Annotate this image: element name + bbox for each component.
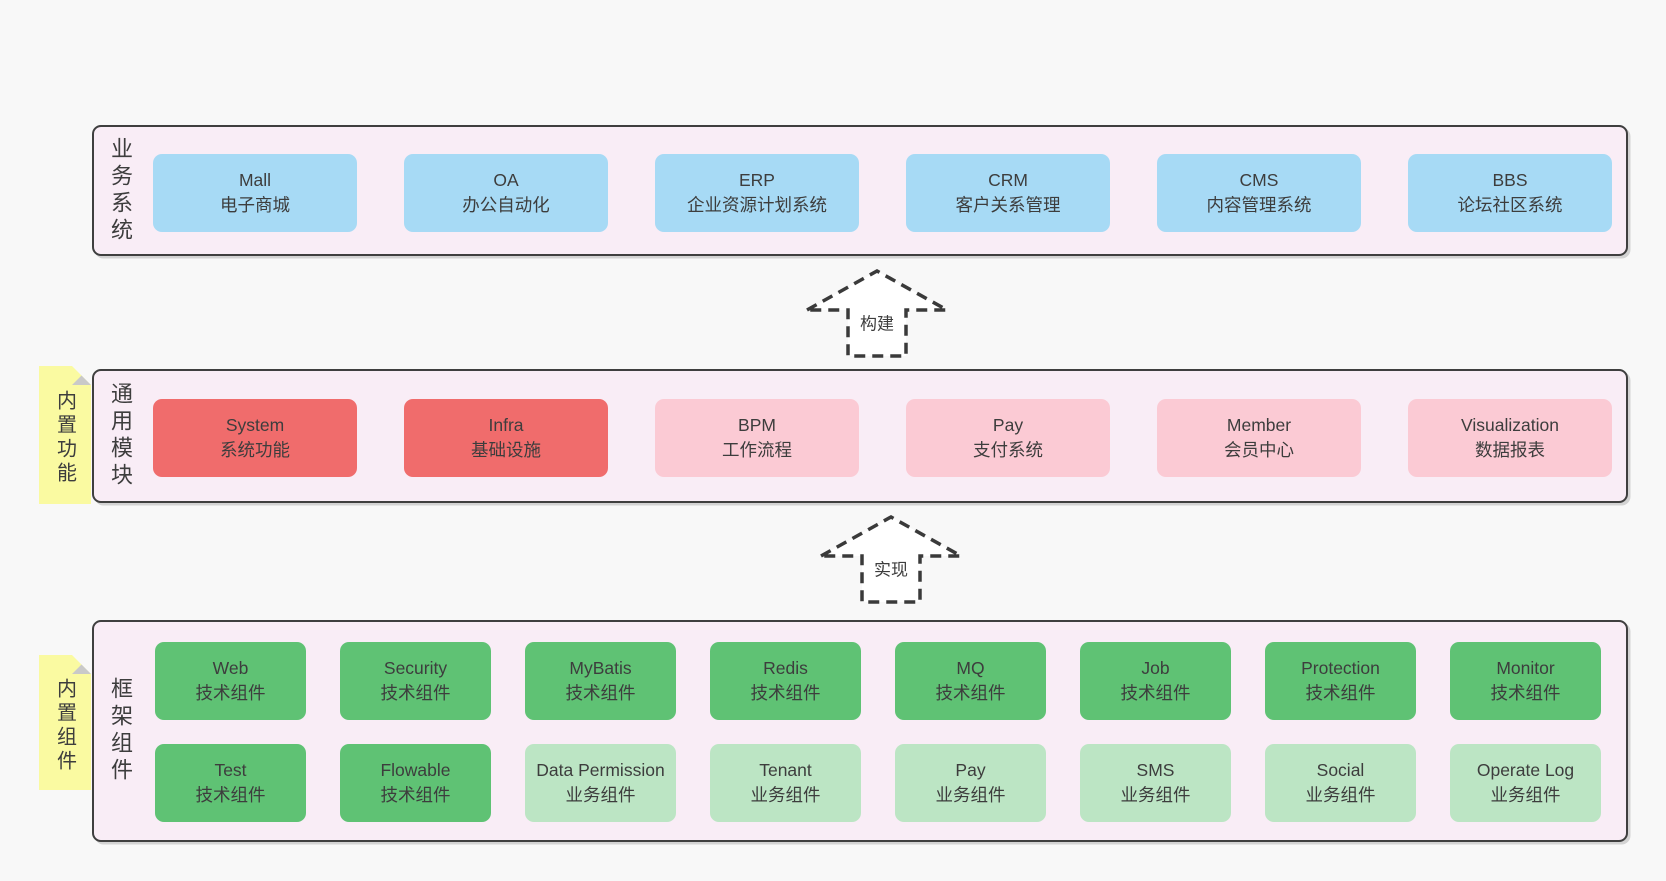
box-title: Operate Log bbox=[1476, 760, 1575, 780]
box-subtitle: 支付系统 bbox=[973, 440, 1043, 460]
box-title: BPM bbox=[738, 415, 776, 435]
box-title: Visualization bbox=[1461, 415, 1559, 435]
box-subtitle: 论坛社区系统 bbox=[1457, 195, 1563, 215]
box-title: Test bbox=[214, 760, 247, 780]
box-subtitle: 技术组件 bbox=[750, 683, 821, 703]
implement-arrow-label: 实现 bbox=[874, 560, 908, 579]
box-subtitle: 技术组件 bbox=[1120, 683, 1191, 703]
box-title: ERP bbox=[739, 170, 775, 190]
box-monitor: Monitor 技术组件 bbox=[1450, 642, 1601, 720]
implement-arrow-icon: 实现 bbox=[819, 514, 963, 606]
box-title: Flowable bbox=[380, 760, 451, 780]
layer-common-modules: 通用模块 System 系统功能 Infra 基础设施 BPM 工作流程 Pay 支付系统 Me… bbox=[92, 369, 1628, 503]
box-title: OA bbox=[493, 170, 519, 190]
box-subtitle: 技术组件 bbox=[935, 683, 1006, 703]
box-title: Security bbox=[383, 658, 448, 678]
box-oa: OA 办公自动化 bbox=[404, 154, 608, 232]
builtin-functions-note-text: 内置功能 bbox=[53, 390, 76, 486]
box-bbs: BBS 论坛社区系统 bbox=[1408, 154, 1612, 232]
box-subtitle: 企业资源计划系统 bbox=[687, 195, 827, 215]
box-title: BBS bbox=[1492, 170, 1528, 190]
box-subtitle: 技术组件 bbox=[565, 683, 636, 703]
box-subtitle: 技术组件 bbox=[1305, 683, 1376, 703]
box-subtitle: 业务组件 bbox=[750, 785, 821, 805]
box-pay: Pay 业务组件 bbox=[895, 744, 1046, 822]
box-erp: ERP 企业资源计划系统 bbox=[655, 154, 859, 232]
box-subtitle: 技术组件 bbox=[380, 785, 451, 805]
box-title: Protection bbox=[1301, 658, 1380, 678]
box-redis: Redis 技术组件 bbox=[710, 642, 861, 720]
box-title: CRM bbox=[988, 170, 1028, 190]
box-social: Social 业务组件 bbox=[1265, 744, 1416, 822]
box-title: Web bbox=[212, 658, 249, 678]
box-visualization: Visualization 数据报表 bbox=[1408, 399, 1612, 477]
box-tenant: Tenant 业务组件 bbox=[710, 744, 861, 822]
box-title: Job bbox=[1141, 658, 1170, 678]
box-mybatis: MyBatis 技术组件 bbox=[525, 642, 676, 720]
layer-framework-side-label: 框架组件 bbox=[108, 677, 133, 785]
box-system: System 系统功能 bbox=[153, 399, 357, 477]
box-subtitle: 技术组件 bbox=[195, 683, 266, 703]
box-title: CMS bbox=[1239, 170, 1279, 190]
builtin-components-note-text: 内置组件 bbox=[53, 677, 76, 774]
box-subtitle: 技术组件 bbox=[195, 785, 266, 805]
build-arrow-icon: 构建 bbox=[805, 268, 949, 360]
box-subtitle: 技术组件 bbox=[1490, 683, 1561, 703]
box-subtitle: 数据报表 bbox=[1475, 440, 1545, 460]
box-title: Data Permission bbox=[536, 760, 665, 780]
box-title: Redis bbox=[763, 658, 808, 678]
box-subtitle: 电子商城 bbox=[220, 195, 290, 215]
box-infra: Infra 基础设施 bbox=[404, 399, 608, 477]
box-crm: CRM 客户关系管理 bbox=[906, 154, 1110, 232]
box-cms: CMS 内容管理系统 bbox=[1157, 154, 1361, 232]
build-arrow-label: 构建 bbox=[860, 314, 894, 333]
layer-business-side-label: 业务系统 bbox=[108, 136, 133, 245]
box-subtitle: 办公自动化 bbox=[462, 195, 550, 215]
box-title: Social bbox=[1316, 760, 1365, 780]
box-title: MQ bbox=[956, 658, 985, 678]
box-web: Web 技术组件 bbox=[155, 642, 306, 720]
box-subtitle: 会员中心 bbox=[1224, 440, 1294, 460]
box-title: Pay bbox=[992, 415, 1024, 435]
box-title: Monitor bbox=[1496, 658, 1555, 678]
box-sms: SMS 业务组件 bbox=[1080, 744, 1231, 822]
box-job: Job 技术组件 bbox=[1080, 642, 1231, 720]
box-pay: Pay 支付系统 bbox=[906, 399, 1110, 477]
box-flowable: Flowable 技术组件 bbox=[340, 744, 491, 822]
box-title: Tenant bbox=[759, 760, 812, 780]
box-title: Member bbox=[1226, 415, 1292, 435]
box-subtitle: 内容管理系统 bbox=[1206, 195, 1312, 215]
box-subtitle: 客户关系管理 bbox=[955, 195, 1061, 215]
box-data-permission: Data Permission 业务组件 bbox=[525, 744, 676, 822]
box-subtitle: 系统功能 bbox=[220, 440, 290, 460]
box-title: Pay bbox=[955, 760, 986, 780]
box-test: Test 技术组件 bbox=[155, 744, 306, 822]
layer-business-systems: 业务系统 Mall 电子商城 OA 办公自动化 ERP 企业资源计划系统 CRM 客户关系管理… bbox=[92, 125, 1628, 256]
box-title: SMS bbox=[1136, 760, 1175, 780]
builtin-components-note: 内置组件 bbox=[39, 655, 91, 790]
box-subtitle: 业务组件 bbox=[1490, 785, 1561, 805]
box-subtitle: 业务组件 bbox=[935, 785, 1006, 805]
box-mall: Mall 电子商城 bbox=[153, 154, 357, 232]
box-security: Security 技术组件 bbox=[340, 642, 491, 720]
box-title: System bbox=[225, 415, 285, 435]
box-subtitle: 技术组件 bbox=[380, 683, 451, 703]
box-subtitle: 工作流程 bbox=[722, 440, 792, 460]
box-title: Mall bbox=[238, 170, 272, 190]
box-subtitle: 业务组件 bbox=[1120, 785, 1191, 805]
box-subtitle: 基础设施 bbox=[471, 440, 541, 460]
layer-modules-side-label: 通用模块 bbox=[108, 382, 133, 490]
box-subtitle: 业务组件 bbox=[1305, 785, 1376, 805]
box-title: Infra bbox=[488, 415, 524, 435]
builtin-functions-note: 内置功能 bbox=[39, 366, 91, 504]
box-mq: MQ 技术组件 bbox=[895, 642, 1046, 720]
box-operate-log: Operate Log 业务组件 bbox=[1450, 744, 1601, 822]
box-subtitle: 业务组件 bbox=[565, 785, 636, 805]
box-protection: Protection 技术组件 bbox=[1265, 642, 1416, 720]
box-bpm: BPM 工作流程 bbox=[655, 399, 859, 477]
box-title: MyBatis bbox=[569, 658, 632, 678]
box-member: Member 会员中心 bbox=[1157, 399, 1361, 477]
